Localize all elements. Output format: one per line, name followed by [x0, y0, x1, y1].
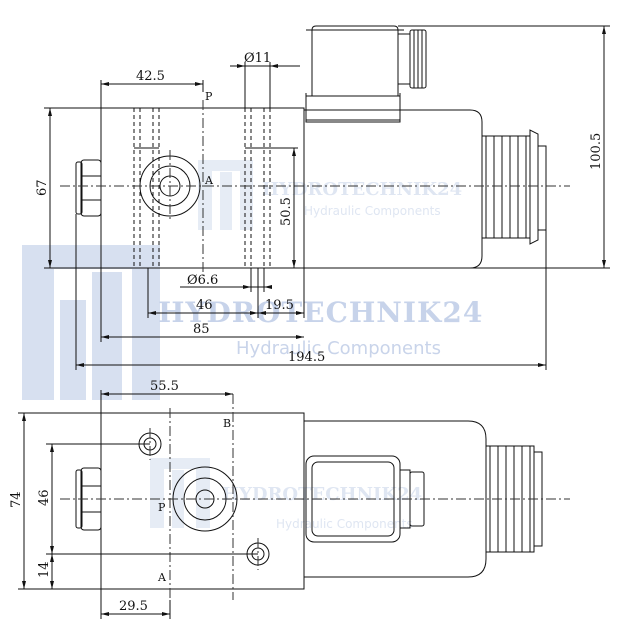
watermark-tagline-text-top: Hydraulic Components — [304, 204, 441, 218]
top-connector-plug — [305, 25, 427, 123]
bottom-centerlines — [60, 394, 570, 600]
dim-74 — [18, 412, 101, 590]
label-100-5: 100.5 — [589, 133, 604, 170]
watermark-tagline-text-bottom: Hydraulic Components — [276, 517, 413, 531]
label-port-a-top: A — [204, 174, 214, 187]
watermark-tagline-text: Hydraulic Components — [236, 338, 441, 359]
dim-67 — [44, 107, 101, 269]
label-port-b: B — [223, 417, 231, 430]
top-arrowheads — [48, 26, 606, 367]
watermark-logo-top-small — [198, 160, 253, 230]
dim-50-5 — [270, 147, 298, 268]
watermark-brand-text-bottom: HYDROTECHNIK24 — [222, 484, 422, 505]
label-port-a-bottom: A — [157, 571, 167, 584]
label-85: 85 — [193, 322, 210, 337]
dim-194-5 — [75, 214, 547, 370]
bottom-arrowheads — [22, 392, 233, 616]
dim-phi6-6 — [180, 268, 270, 292]
label-29-5: 29.5 — [119, 599, 148, 614]
label-19-5: 19.5 — [265, 298, 294, 313]
label-194-5: 194.5 — [288, 350, 325, 365]
label-42-5: 42.5 — [136, 69, 165, 84]
label-port-p-top: P — [205, 90, 213, 103]
watermark-logo-bottom-small — [150, 458, 210, 528]
dim-100-5 — [304, 25, 610, 269]
top-centerlines — [60, 100, 570, 276]
label-67: 67 — [35, 179, 50, 196]
label-55-5: 55.5 — [150, 379, 179, 394]
dim-55-5 — [100, 390, 233, 413]
dim-46-bottom — [46, 443, 258, 555]
label-46: 46 — [196, 298, 213, 313]
label-14: 14 — [37, 561, 52, 578]
watermark-logo — [22, 245, 160, 400]
dim-85 — [100, 268, 304, 342]
label-74: 74 — [9, 491, 24, 508]
top-manual-override — [481, 129, 547, 245]
label-port-p-bottom: P — [158, 501, 166, 514]
bottom-view — [18, 390, 570, 619]
label-46-bottom: 46 — [37, 489, 52, 506]
watermark-brand-text-top: HYDROTECHNIK24 — [262, 179, 462, 200]
top-view — [44, 25, 610, 370]
label-phi6-6: Ø6.6 — [187, 273, 218, 288]
top-end-plug — [75, 159, 102, 217]
dim-phi11 — [230, 62, 300, 108]
dim-46-19-5 — [147, 268, 305, 318]
top-hidden-holes — [133, 108, 271, 268]
dim-42-5 — [100, 80, 204, 108]
label-phi11: Ø11 — [244, 51, 271, 66]
label-50-5: 50.5 — [279, 197, 294, 226]
